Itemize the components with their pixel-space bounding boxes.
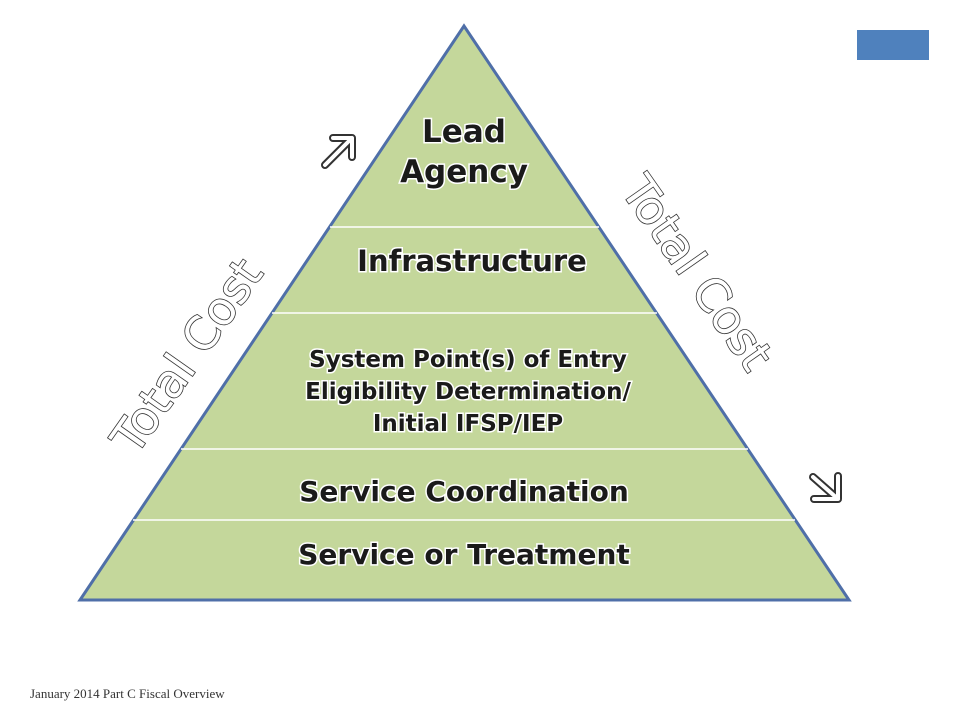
footer-text: January 2014 Part C Fiscal Overview [30, 686, 225, 701]
tier-service-coordination: Service Coordination [299, 475, 629, 508]
tier-infrastructure: Infrastructure [357, 244, 587, 278]
tier-lead-agency-line2: Agency [400, 154, 528, 190]
tier-point-of-entry-line3: Initial IFSP/IEP [373, 411, 563, 437]
tier-point-of-entry-line1: System Point(s) of Entry [309, 347, 627, 373]
tier-point-of-entry-line2: Eligibility Determination/ [305, 379, 631, 405]
arrow-down-icon [809, 472, 842, 503]
arrow-up-icon [321, 134, 356, 169]
tier-service-or-treatment: Service or Treatment [298, 538, 630, 571]
tier-lead-agency-line1: Lead [422, 114, 506, 150]
accent-box [857, 30, 929, 60]
